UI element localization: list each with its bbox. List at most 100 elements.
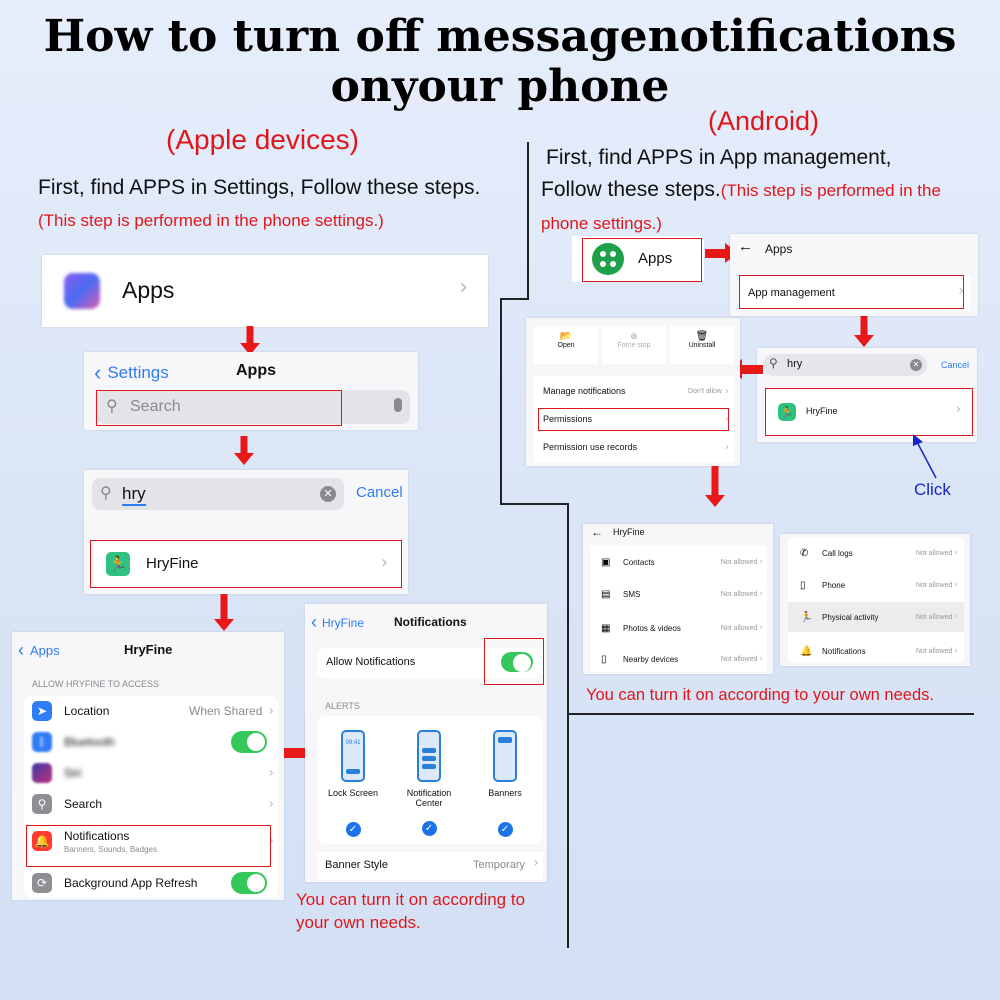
app-info-list [534,376,734,462]
siri-row[interactable]: Siri › [32,762,274,784]
divider [500,298,528,300]
search-query: hry [122,484,146,506]
hryfine-result[interactable]: 🏃 HryFine › [94,542,400,588]
screen-title: HryFine [124,642,173,657]
divider [567,503,569,948]
android-apps-screen: ← Apps App management › [730,234,978,316]
arrow-down-icon [854,316,874,348]
section-header: ALERTS [325,701,360,711]
chevron-right-icon: › [380,552,388,573]
chevron-right-icon: › [725,441,729,453]
arrow-down-icon [705,466,725,510]
divider [500,503,568,505]
background-refresh-row[interactable]: ⟳ Background App Refresh [32,872,274,894]
phone-center-icon [417,730,441,782]
back-button[interactable]: ‹Settings [94,360,169,385]
phone-banner-icon [493,730,517,782]
background-refresh-toggle[interactable] [231,872,267,894]
arrow-down-icon [214,594,234,634]
chevron-right-icon: › [725,385,729,397]
permission-call-logs[interactable]: ✆ Call logs Not allowed › [800,547,958,559]
android-permissions-screen-more: ✆ Call logs Not allowed › ▯ Phone Not al… [780,534,970,666]
search-icon: ⚲ [32,794,52,814]
divider [527,142,529,300]
permission-records-row[interactable]: Permission use records › [543,441,729,453]
chevron-left-icon: ‹ [94,360,102,385]
apple-step-note: (This step is performed in the phone set… [38,211,384,230]
divider [500,298,502,504]
apple-apps-row[interactable]: Apps › [42,255,488,327]
hryfine-app-icon: 🏃 [778,403,796,421]
allow-notifications-toggle[interactable] [501,652,533,672]
title-line-2: onyour phone [330,61,670,112]
lock-screen-option[interactable]: 09:41 Lock Screen ✓ [325,730,381,837]
app-management-item[interactable]: App management › [740,276,970,310]
checkmark-icon: ✓ [345,822,361,837]
permission-nearby[interactable]: ▯ Nearby devices Not allowed › [601,653,763,665]
chevron-right-icon: › [759,623,763,633]
apps-icon [64,273,100,309]
phone-icon: ▯ [800,579,806,591]
permission-sms[interactable]: ▤ SMS Not allowed › [601,588,763,600]
apps-label: Apps [122,277,175,303]
notification-center-option[interactable]: Notification Center ✓ [401,730,457,836]
location-row[interactable]: ➤ Location When Shared › [32,700,274,722]
chevron-left-icon: ‹ [311,612,317,632]
chevron-left-icon: ‹ [18,640,24,660]
sms-icon: ▤ [601,588,611,600]
search-icon: ⚲ [106,398,118,415]
chevron-right-icon: › [955,402,961,417]
manage-notifications-row[interactable]: Manage notifications Don't allow › [543,385,729,397]
android-apps-tile[interactable]: Apps [572,236,704,282]
chevron-right-icon: › [268,703,274,719]
hryfine-result[interactable]: 🏃 HryFine › [766,390,971,436]
screen-title: Apps [765,242,793,256]
permission-notifications[interactable]: 🔔 Notifications Not allowed › [800,645,958,657]
back-arrow-icon[interactable]: ← [738,238,753,255]
call-log-icon: ✆ [800,547,809,559]
back-button[interactable]: ‹Apps [18,640,60,660]
search-placeholder: Search [130,398,181,415]
search-query: hry [787,358,803,370]
running-icon: 🏃 [800,611,813,623]
uninstall-button[interactable]: 🗑 Uninstall [670,326,734,364]
permission-list-left [591,546,767,672]
android-permissions-screen: ← HryFine ▣ Contacts Not allowed › ▤ SMS… [583,524,773,674]
bluetooth-row[interactable]: ᛒ Bluetooth [32,731,274,753]
chevron-right-icon: › [759,589,763,599]
clear-icon[interactable]: ✕ [320,486,336,502]
search-field[interactable]: ⚲ hry ✕ [92,478,344,510]
notifications-row[interactable]: 🔔 Notifications Banners, Sounds, Badges … [32,826,274,856]
chevron-right-icon: › [459,275,468,300]
chevron-right-icon: › [268,765,274,781]
android-search-screen: ⚲ hry ✕ Cancel 🏃 HryFine › [757,348,977,442]
force-stop-button[interactable]: ⊗ Force stop [602,326,666,364]
trash-icon: 🗑 [695,331,709,342]
ios-app-settings-screen: ‹Apps HryFine ALLOW HRYFINE TO ACCESS ➤ … [12,632,284,900]
cancel-button[interactable]: Cancel [356,484,403,501]
cancel-button[interactable]: Cancel [941,360,970,370]
android-heading: (Android) [708,106,820,136]
permission-physical-activity[interactable]: 🏃 Physical activity Not allowed › [800,611,958,623]
permission-photos[interactable]: ▦ Photos & videos Not allowed › [601,622,763,634]
chevron-right-icon: › [759,654,763,664]
back-button[interactable]: ‹HryFine [311,612,365,632]
permissions-row[interactable]: Permissions › [543,413,729,425]
click-label: Click [914,480,951,499]
chevron-right-icon: › [958,283,964,299]
banner-style-row[interactable]: Banner Style Temporary › [317,852,543,880]
back-arrow-icon[interactable]: ← [591,525,603,539]
permission-phone[interactable]: ▯ Phone Not allowed › [800,579,958,591]
search-icon: ⚲ [769,356,778,370]
section-header: ALLOW HRYFINE TO ACCESS [32,679,160,689]
divider [567,713,974,715]
search-field[interactable]: ⚲ Search [96,390,410,424]
open-button[interactable]: 📂 Open [534,326,598,364]
apple-step-text: First, find APPS in Settings, Follow the… [38,172,498,237]
permission-contacts[interactable]: ▣ Contacts Not allowed › [601,556,763,568]
banners-option[interactable]: Banners ✓ [477,730,533,837]
search-field[interactable]: ⚲ hry ✕ [763,354,927,376]
search-row[interactable]: ⚲ Search › [32,793,274,815]
clear-icon[interactable]: ✕ [910,359,922,371]
bluetooth-toggle[interactable] [231,731,267,753]
